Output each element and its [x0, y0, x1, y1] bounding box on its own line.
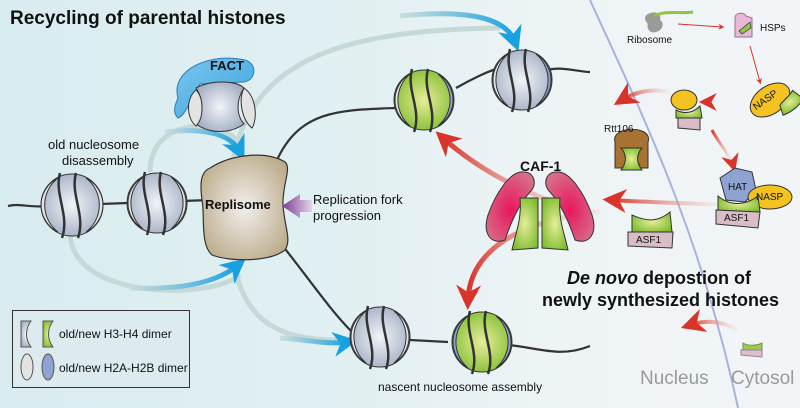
nucleus-label: Nucleus [640, 368, 709, 389]
arrow-ribosome-to-hsps [677, 23, 725, 30]
asf1-shape [627, 231, 674, 249]
replisome-label: Replisome [205, 197, 271, 212]
nascent-assembly-label: nascent nucleosome assembly [378, 380, 543, 394]
legend-h3h4-label: old/new H3-H4 dimer [59, 327, 172, 341]
nasp-complex-label: NASP [756, 192, 784, 203]
fork-progression-label-1: Replication fork [313, 192, 403, 207]
ribosome [645, 10, 694, 33]
caf1-complex [485, 171, 595, 251]
recycle-arrow-top [399, 11, 522, 52]
hsps-h3h4 [738, 21, 752, 35]
legend: old/new H3-H4 dimer old/new H2A-H2B dime… [12, 310, 190, 388]
denovo-title-line2: newly synthesized histones [542, 290, 780, 310]
asf1-complex-label: ASF1 [724, 213, 750, 224]
arrow-hsps-to-nasp [749, 45, 762, 85]
arrow-complex-to-hat [710, 129, 739, 172]
rtt106-label: Rtt106 [604, 124, 634, 135]
legend-new-h3h4-icon [42, 320, 54, 348]
denovo-title-line1: De novo depostion of [567, 268, 751, 289]
complex-h3h4 [717, 194, 761, 213]
nucleosome-old-2 [126, 171, 188, 236]
complex-asf1-shape [715, 209, 761, 229]
ribosome-body [645, 12, 663, 33]
legend-h2ah2b-label: old/new H2A-H2B dimer [59, 361, 188, 375]
denovo-rest: depostion of [638, 268, 751, 288]
intermediate-asf1 [677, 117, 701, 131]
asf1-h3h4-dimer [631, 211, 673, 233]
legend-icons [20, 320, 55, 381]
fact-shape [174, 57, 255, 119]
recycling-title: Recycling of parental histones [10, 8, 286, 29]
caf1-right-lobe [545, 171, 595, 242]
asf1-free-label: ASF1 [636, 235, 662, 246]
recycle-arrow-replisome [129, 258, 246, 291]
cytosol-h3h4 [742, 342, 763, 351]
nuclear-membrane [589, 0, 739, 408]
hat-nasp-asf1-complex [715, 167, 793, 229]
fact-label: FACT [210, 58, 244, 73]
legend-old-h3h4-icon [20, 320, 32, 348]
nucleosome-old-bottom [349, 305, 411, 370]
recycle-arrow-fact [164, 128, 245, 161]
old-disassembly-label-1: old nucleosome [48, 137, 140, 152]
caf1-label: CAF-1 [520, 158, 562, 174]
cytosol-label: Cytosol [731, 368, 795, 389]
arrow-cytosol-to-nucleus [680, 309, 739, 332]
nasp-h3h4-top [749, 82, 800, 118]
nasp-top-shape [749, 82, 791, 118]
rtt106-complex [614, 129, 650, 171]
asf1-h3h4-complex [627, 211, 674, 249]
rtt106-h3h4 [619, 147, 644, 171]
caf1-h3h4-right [541, 197, 569, 251]
fork-progression-arrow [282, 194, 312, 218]
caf1-left-lobe [485, 171, 535, 242]
hat-label: HAT [728, 182, 748, 193]
fact-complex [174, 57, 256, 132]
recycle-arrow-bottom [279, 332, 358, 357]
cytosol-complex [740, 342, 763, 358]
fact-h2ab-right [240, 87, 256, 129]
nucleosome-new-top [393, 68, 455, 133]
intermediate-h3h4 [675, 104, 703, 119]
nasp-top-h3h4 [779, 89, 800, 116]
recycle-track-top [229, 25, 501, 166]
nucleosome-old-top [491, 48, 553, 113]
intermediate-nasp [670, 89, 698, 111]
intermediate-complex [670, 89, 703, 131]
fork-progression-label-2: progression [313, 208, 381, 223]
nucleosome-old-1 [40, 172, 104, 239]
replisome-shape [200, 154, 289, 261]
old-disassembly-label-2: disassembly [62, 153, 134, 168]
cytosol-asf1 [740, 349, 763, 358]
denovo-arrow-to-caf1 [602, 189, 726, 213]
denovo-italic: De novo [567, 268, 639, 288]
nascent-peptide [653, 10, 694, 18]
hsps-complex [734, 12, 753, 38]
legend-new-h2ab-icon [41, 353, 55, 381]
nucleosome-new-bottom [451, 310, 513, 375]
caf1-h3h4-left [511, 197, 539, 251]
ribosome-label: Ribosome [627, 35, 673, 46]
fact-h3h4 [195, 81, 245, 132]
dna-lagging [281, 244, 591, 353]
hsps-label: HSPs [760, 23, 786, 34]
fact-h2ab-left [188, 89, 203, 127]
denovo-arrow-to-nucleus [613, 82, 671, 106]
legend-old-h2ab-icon [20, 353, 34, 381]
